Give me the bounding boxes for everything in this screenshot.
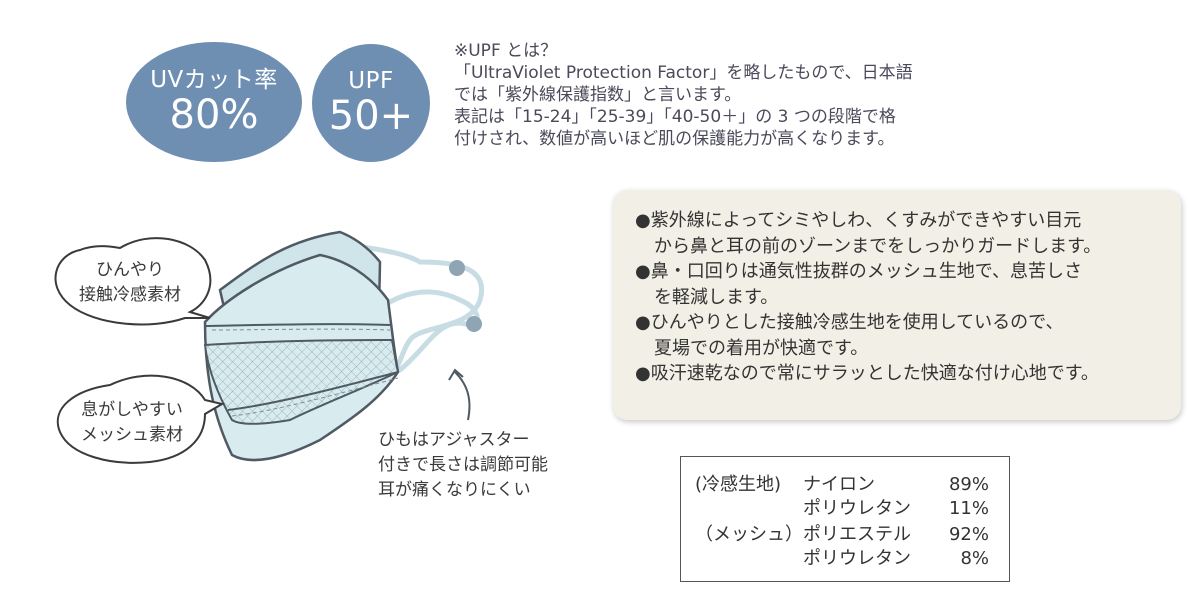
material-row: ポリウレタン 8% xyxy=(681,547,1009,571)
feature-line: ●紫外線によってシミやしわ、くすみができやすい目元 xyxy=(635,210,1082,231)
bubble-line: メッシュ素材 xyxy=(81,425,183,445)
adjuster-bead xyxy=(466,316,482,332)
strap-note: ひもはアジャスター 付きで長さは調節可能 耳が痛くなりにくい xyxy=(378,428,548,503)
uv-cut-badge: UVカット率 80% xyxy=(126,42,302,162)
mask-stitch xyxy=(231,377,399,417)
mask-illustration xyxy=(54,230,485,464)
bubble-cool-text: ひんやり 接触冷感素材 xyxy=(60,258,200,308)
bubble-mesh-text: 息がしやすい メッシュ素材 xyxy=(62,398,202,448)
feature-panel: ●紫外線によってシミやしわ、くすみができやすい目元 から鼻と耳の前のゾーンまでを… xyxy=(613,190,1181,420)
mask-seam xyxy=(227,371,399,411)
feature-line: 夏場での着用が快適です。 xyxy=(654,337,869,359)
feature-line: ●吸汗速乾なので常にサラッとした快適な付け心地です。 xyxy=(635,363,1099,384)
upf-explanation: ※UPF とは？ 「UltraViolet Protection Factor」… xyxy=(454,40,974,150)
adjuster-bead xyxy=(449,260,465,276)
material-name: ポリウレタン xyxy=(803,548,911,569)
uv-cut-value: 80% xyxy=(169,92,259,138)
upf-note-line: 「UltraViolet Protection Factor」を略したもので、日… xyxy=(454,63,913,83)
arrow-icon xyxy=(454,371,471,421)
material-row: (冷感生地) ナイロン 89% xyxy=(681,473,1009,497)
material-row: （メッシュ） ポリエステル 92% xyxy=(681,523,1009,547)
bubble-line: 接触冷感素材 xyxy=(79,285,181,305)
strap-note-line: ひもはアジャスター xyxy=(378,430,530,450)
arrow-head-icon xyxy=(448,368,464,381)
mask-seam xyxy=(205,323,391,327)
material-composition-table: (冷感生地) ナイロン 89% ポリウレタン 11% （メッシュ） ポリエステル… xyxy=(680,456,1010,582)
mesh-panel xyxy=(203,338,400,425)
material-name: ポリウレタン xyxy=(803,498,911,519)
upf-badge: UPF 50+ xyxy=(312,44,430,162)
material-name: ナイロン xyxy=(803,474,875,495)
feature-line: ●鼻・口回りは通気性抜群のメッシュ生地で、息苦しさ xyxy=(635,261,1082,282)
material-category: (冷感生地) xyxy=(695,474,782,495)
upf-note-line: では「紫外線保護指数」と言います。 xyxy=(454,85,742,105)
material-percent: 8% xyxy=(960,548,989,569)
material-percent: 92% xyxy=(948,524,989,545)
feature-line: から鼻と耳の前のゾーンまでをしっかりガードします。 xyxy=(654,235,1102,257)
mask-stitch xyxy=(211,328,391,331)
strap-note-line: 耳が痛くなりにくい xyxy=(378,480,531,500)
feature-list: ●紫外線によってシミやしわ、くすみができやすい目元 から鼻と耳の前のゾーンまでを… xyxy=(635,208,1101,387)
material-category: （メッシュ） xyxy=(695,524,803,545)
material-row: ポリウレタン 11% xyxy=(681,497,1009,521)
ear-strap xyxy=(337,237,485,381)
bubble-line: 息がしやすい xyxy=(81,400,183,420)
material-name: ポリエステル xyxy=(803,524,911,545)
material-percent: 11% xyxy=(948,498,989,519)
uv-cut-label: UVカット率 xyxy=(150,67,278,93)
upf-note-line: 表記は「15-24」「25-39」「40-50＋」の 3 つの段階で格 xyxy=(454,107,896,127)
speech-bubble xyxy=(54,237,212,326)
material-percent: 89% xyxy=(948,474,989,495)
bubble-line: ひんやり xyxy=(96,260,164,280)
upf-value: 50+ xyxy=(328,93,414,139)
feature-line: を軽減します。 xyxy=(654,286,779,308)
speech-bubble xyxy=(57,374,225,464)
upf-label: UPF xyxy=(348,68,394,94)
upf-note-line: 付けされ、数値が高いほど肌の保護能力が高くなります。 xyxy=(454,129,895,149)
strap-note-line: 付きで長さは調節可能 xyxy=(378,455,548,475)
feature-line: ●ひんやりとした接触冷感生地を使用しているので、 xyxy=(635,312,1064,333)
upf-note-line: ※UPF とは？ xyxy=(454,41,558,61)
